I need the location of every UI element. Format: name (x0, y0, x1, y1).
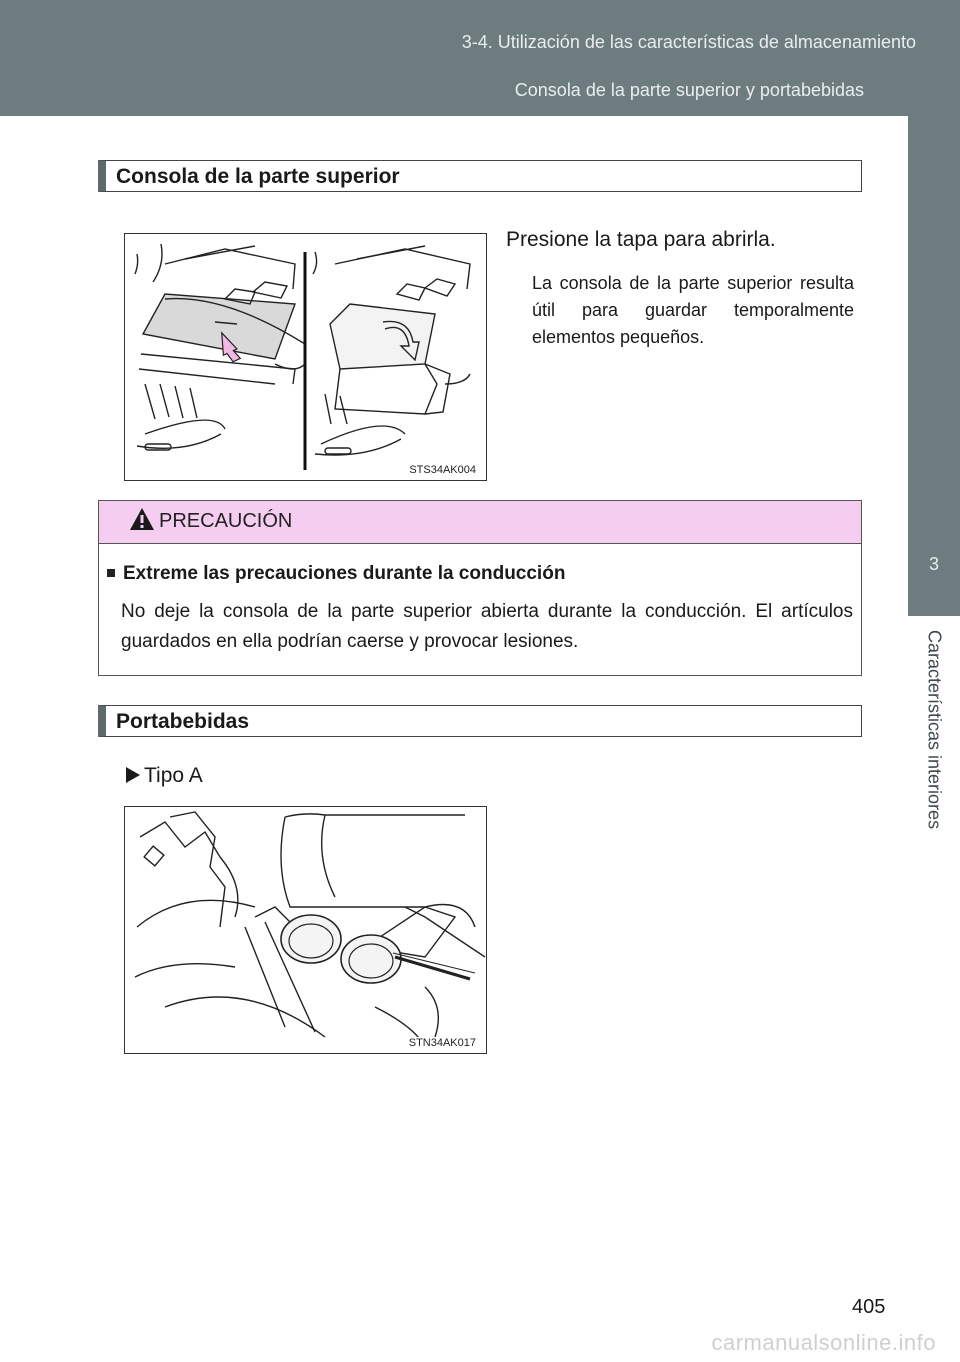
page-number: 405 (852, 1296, 886, 1318)
type-label: Tipo A (126, 764, 203, 788)
warning-triangle-icon (130, 508, 154, 530)
section-heading-overhead-console: Consola de la parte superior (98, 160, 862, 192)
caution-subtitle: Extreme las precauciones durante la cond… (107, 563, 565, 585)
figure-code: STS34AK004 (407, 464, 478, 476)
overhead-console-drawing (134, 243, 471, 470)
press-arrow-icon (221, 331, 242, 363)
caution-title: PRECAUCIÓN (159, 510, 293, 532)
figure-code: STN34AK017 (406, 1037, 478, 1049)
chapter-tab-label: Características interiores (924, 630, 945, 830)
chapter-title: 3-4. Utilización de las características … (461, 32, 916, 52)
page-header: 3-4. Utilización de las características … (0, 0, 960, 116)
section-heading-cup-holders: Portabebidas (98, 705, 862, 737)
section-heading-text: Portabebidas (116, 710, 250, 733)
pointer-arrow-icon (126, 767, 140, 783)
section-title: Consola de la parte superior y portabebi… (514, 80, 864, 100)
instruction-lead: Presione la tapa para abrirla. (506, 228, 776, 251)
caution-box: PRECAUCIÓN Extreme las precauciones dura… (98, 500, 862, 676)
chapter-tab[interactable]: 3 (908, 116, 960, 616)
overhead-console-illustration: STS34AK004 (124, 233, 487, 481)
cup-holder-drawing (134, 811, 486, 1048)
chapter-number: 3 (928, 554, 939, 574)
instruction-body: La consola de la parte superior resulta … (532, 273, 854, 347)
watermark: carmanualsonline.info (711, 1330, 936, 1355)
chapter-tab-label-area: Características interiores (908, 616, 960, 876)
caution-header: PRECAUCIÓN (99, 501, 861, 544)
cup-holder-illustration: STN34AK017 (124, 806, 487, 1054)
type-label-text: Tipo A (144, 764, 203, 787)
caution-subtitle-text: Extreme las precauciones durante la cond… (123, 563, 566, 584)
section-heading-text: Consola de la parte superior (116, 165, 400, 188)
caution-text: No deje la consola de la parte superior … (121, 601, 853, 652)
bullet-square-icon (107, 569, 115, 577)
